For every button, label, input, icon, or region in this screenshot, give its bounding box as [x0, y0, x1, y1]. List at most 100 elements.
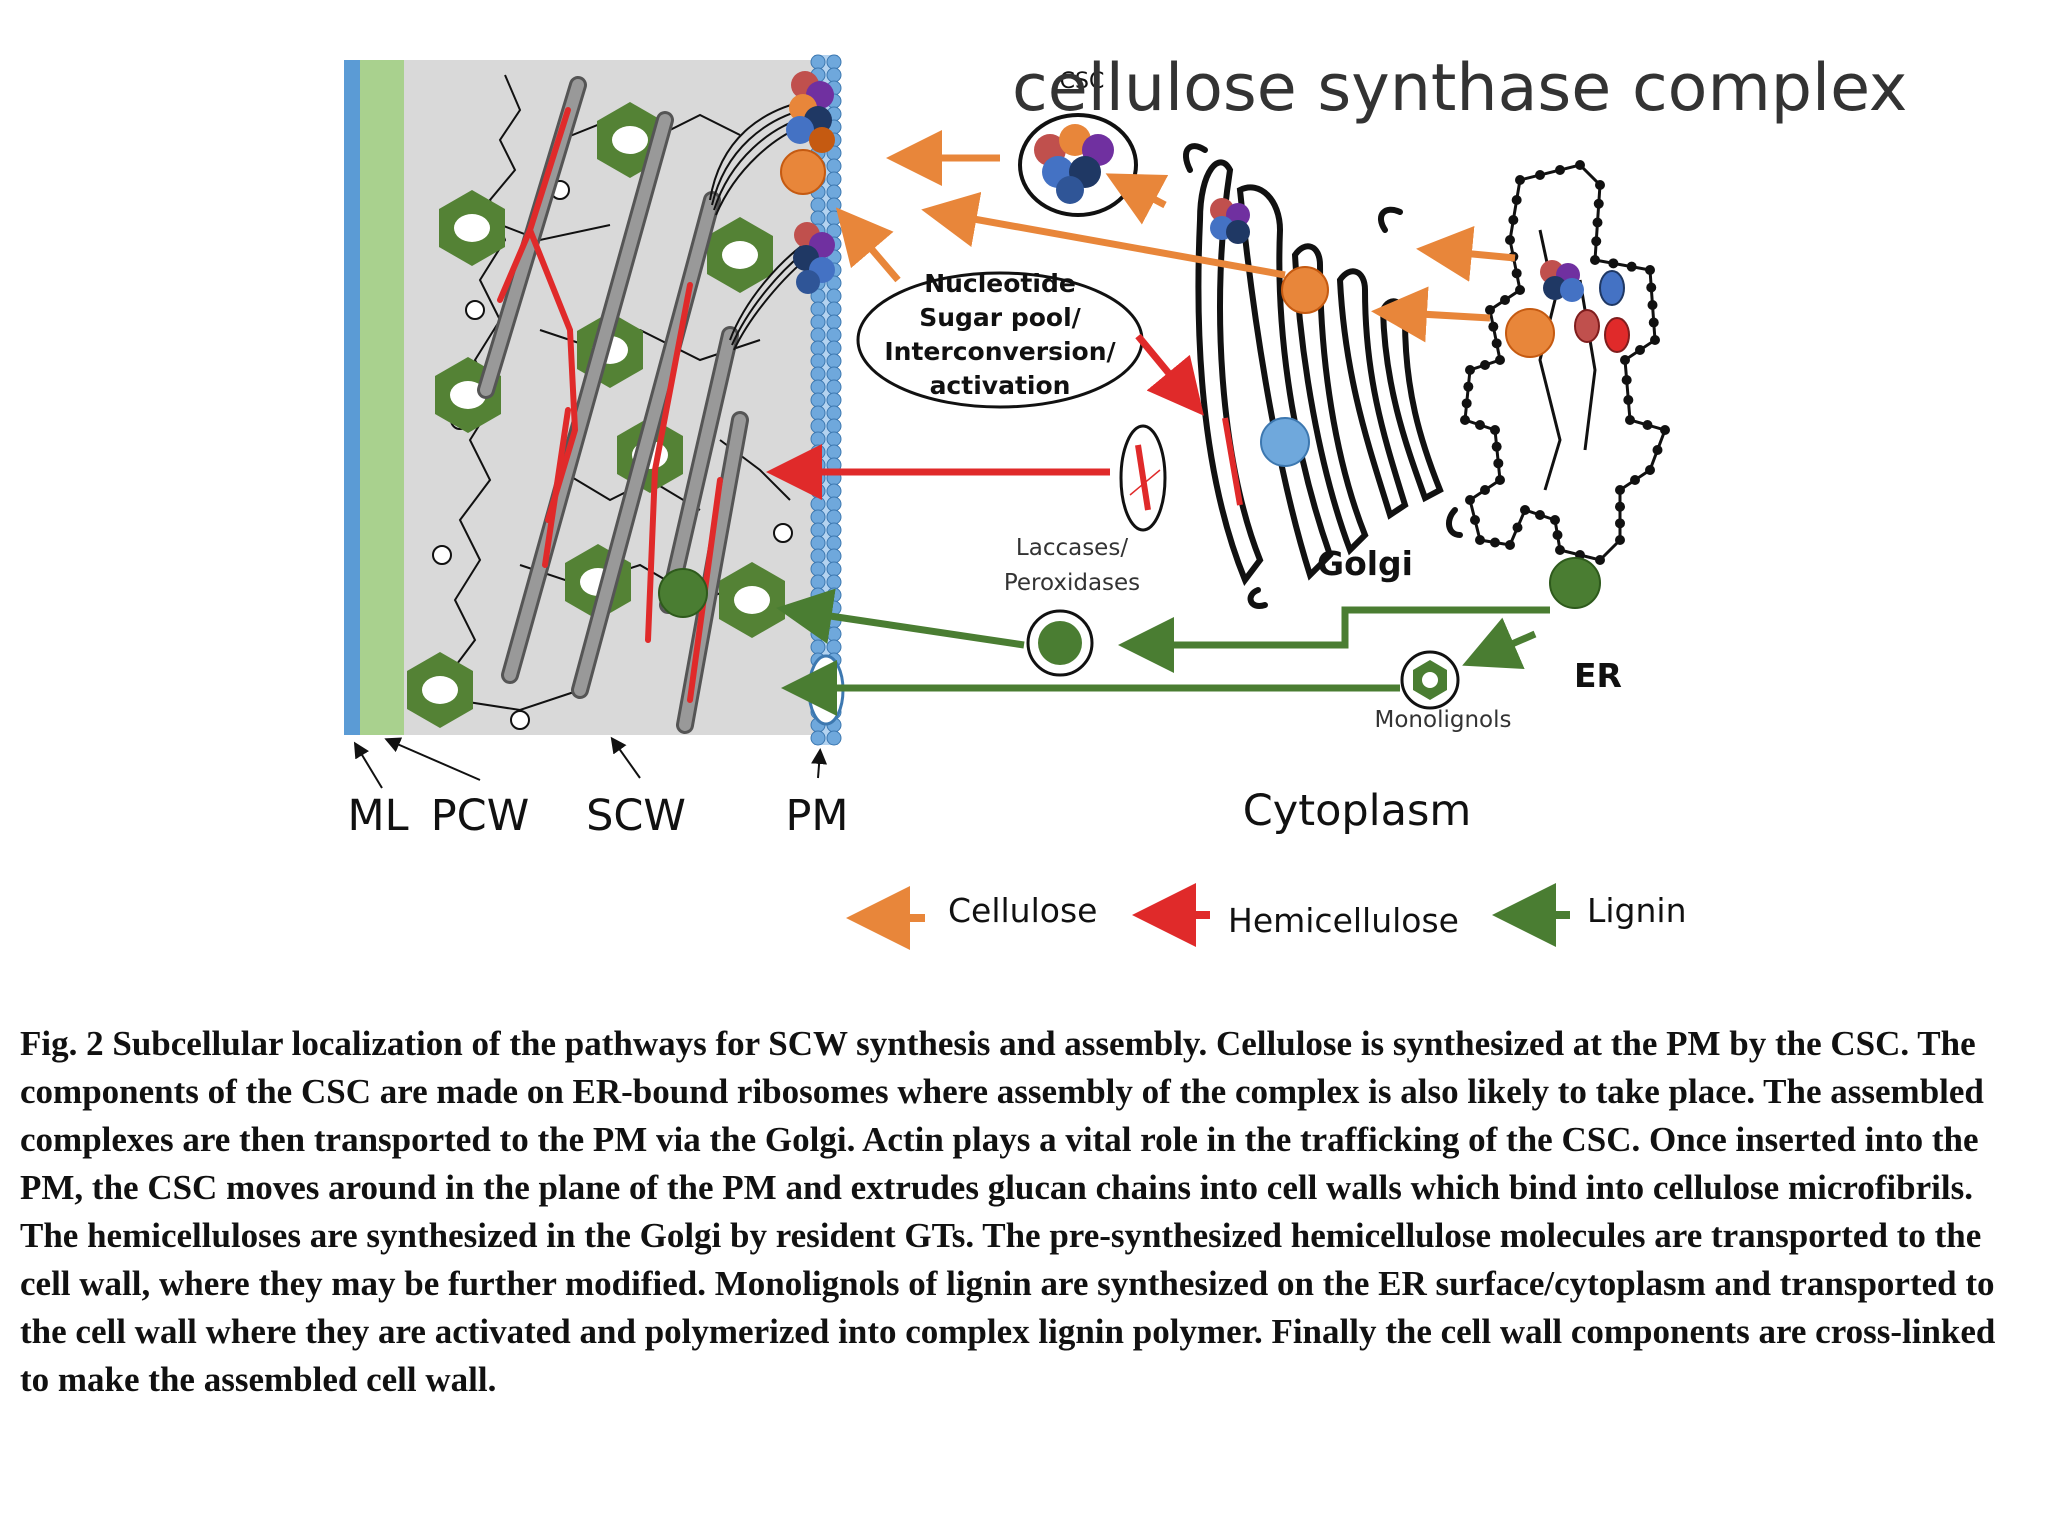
ribosome-dot — [1552, 530, 1563, 540]
pm-lipid-bead — [826, 54, 842, 70]
pm-lipid-bead — [826, 314, 842, 330]
golgi-hemicellulose — [1222, 417, 1243, 506]
ribosome-dot — [1592, 217, 1603, 228]
ribosome-dot — [1555, 545, 1565, 555]
pm-lipid-bead — [826, 197, 842, 213]
pm-lipid-bead — [810, 730, 826, 746]
pm-lipid-bead — [810, 496, 826, 512]
pool-line-3: Interconversion/ — [884, 337, 1116, 366]
ribosome-dot — [1660, 425, 1670, 435]
ribosome-dot — [1615, 535, 1625, 545]
legend-hemicellulose-label: Hemicellulose — [1228, 901, 1459, 940]
ribosome-dot — [1626, 261, 1637, 272]
cytoplasm-label: Cytoplasm — [1243, 786, 1472, 836]
hemicellulose-arrows — [766, 333, 1204, 500]
pm-lipid-bead — [810, 197, 826, 213]
pm-lipid-bead — [810, 353, 826, 369]
pm-lipid-bead — [826, 561, 842, 577]
pm-lipid-bead — [826, 483, 842, 499]
ribosome-dot — [1520, 505, 1530, 515]
cell-wall-lignin-enzyme — [658, 568, 708, 618]
ribosome-dot — [1463, 381, 1474, 392]
pm-lipid-bead — [810, 561, 826, 577]
pm-lipid-bead — [810, 327, 826, 343]
lignin-arrows — [776, 588, 1550, 716]
ribosome-dot — [1535, 510, 1545, 520]
pm-lipid-bead — [810, 444, 826, 460]
ribosome-dot — [1505, 540, 1515, 550]
csc-vesicle — [1018, 113, 1138, 217]
ribosome-dot — [1470, 515, 1480, 525]
pm-lipid-bead — [826, 288, 842, 304]
er-label: ER — [1574, 656, 1622, 695]
ribosome-dots — [1460, 160, 1670, 565]
ribosome-dot — [1491, 338, 1502, 349]
label-pointers — [353, 736, 828, 789]
ribosome-dot — [1535, 170, 1545, 180]
ribosome-dot — [1591, 236, 1602, 247]
ribosome-dot — [1461, 398, 1472, 409]
monolignols-label: Monolignols — [1375, 707, 1512, 733]
pm-lipid-bead — [826, 535, 842, 551]
pm-lipid-bead — [826, 574, 842, 590]
pool-line-2: Sugar pool/ — [919, 303, 1081, 332]
cellulose-microfibrils — [477, 76, 749, 734]
pm-lipid-bead — [826, 626, 842, 642]
ribosome-dot — [1488, 321, 1499, 332]
cellulose-arrows — [835, 130, 1516, 343]
primary-cell-wall — [360, 60, 404, 735]
pm-lipid-bead — [826, 67, 842, 83]
laccase-vesicle — [1119, 424, 1167, 532]
pm-lipid-bead — [810, 509, 826, 525]
ribosome-dot — [1630, 475, 1640, 485]
ribosome-dot — [1550, 515, 1560, 525]
ribosome-dot — [1515, 285, 1525, 295]
ribosome-dot — [1620, 355, 1630, 365]
ribosome-dot — [1512, 522, 1523, 533]
ribosome-dot — [1593, 198, 1604, 209]
ribosome-dot — [1495, 475, 1505, 485]
ribosome-dot — [1590, 255, 1600, 265]
pm-lipid-bead — [810, 314, 826, 330]
ribosome-dot — [1491, 441, 1502, 452]
scw-label: SCW — [586, 791, 686, 841]
pm-lipid-bead — [826, 158, 842, 174]
pm-lipid-bead — [826, 353, 842, 369]
ribosome-dot — [1480, 360, 1490, 370]
ribosome-dot — [1515, 175, 1525, 185]
golgi-cellulose-subunit — [1281, 266, 1329, 314]
pm-lipid-bead — [810, 379, 826, 395]
pm-lipid-bead — [826, 327, 842, 343]
ribosome-dot — [1460, 415, 1470, 425]
ribosome-dot — [1647, 300, 1658, 310]
ribosome-dot — [1652, 445, 1663, 455]
ribosome-dot — [1615, 485, 1625, 495]
golgi-label: Golgi — [1317, 544, 1413, 583]
ribosome-dot — [1465, 495, 1475, 505]
ribosome-dot — [1648, 317, 1659, 328]
pm-lipid-bead — [826, 392, 842, 408]
legend-cellulose-label: Cellulose — [948, 891, 1097, 930]
pm-lipid-bead — [810, 483, 826, 499]
pm-lipid-bead — [810, 418, 826, 434]
ribosome-dot — [1575, 160, 1585, 170]
pm-lipid-bead — [826, 184, 842, 200]
csc-at-pm-top — [786, 71, 835, 153]
er-csc — [1540, 260, 1630, 353]
pm-lipid-bead — [810, 522, 826, 538]
pm-lipid-bead — [826, 418, 842, 434]
pm-lipid-bead — [810, 392, 826, 408]
pm-lipid-bead — [810, 210, 826, 226]
ribosome-dot — [1493, 458, 1504, 469]
pm-lipid-bead — [810, 626, 826, 642]
ribosome-dot — [1635, 345, 1645, 355]
ribosome-dot — [1500, 295, 1510, 305]
laccases-line-1: Laccases/ — [1016, 535, 1128, 561]
pm-lipid-bead — [826, 171, 842, 187]
pm-lipid-bead — [826, 639, 842, 655]
lignin-enzyme-vesicle — [1026, 609, 1094, 677]
ribosome-dot — [1485, 305, 1495, 315]
er-lignin-enzyme — [1549, 557, 1601, 609]
csc-label: CSC — [1060, 69, 1105, 94]
ribosome-dot — [1625, 415, 1635, 425]
